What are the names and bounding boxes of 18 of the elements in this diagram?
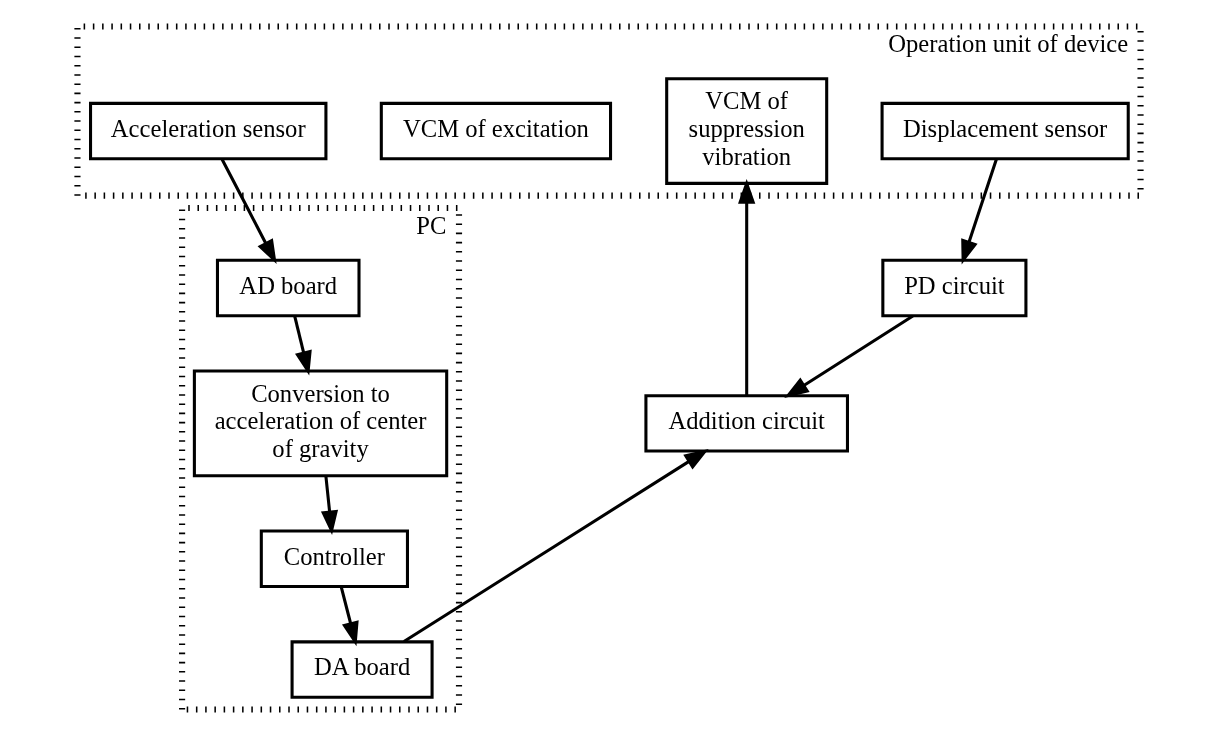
node-box: Acceleration sensor: [89, 101, 328, 161]
node-box: Conversion to acceleration of center of gravity: [192, 369, 449, 478]
node-box: VCM of suppression vibration: [665, 77, 829, 185]
arrow: [738, 179, 756, 396]
arrow: [784, 314, 914, 398]
arrow: [339, 586, 359, 647]
arrow: [293, 315, 312, 376]
node-box: VCM of excitation: [379, 101, 613, 161]
arrow: [220, 158, 277, 265]
node-box: DA board: [290, 640, 434, 699]
node-box: Controller: [259, 529, 409, 588]
node-box: Addition circuit: [644, 394, 849, 453]
node-box: Displacement sensor: [880, 101, 1130, 161]
arrow: [961, 158, 998, 265]
node-box: AD board: [215, 258, 361, 318]
arrow: [403, 448, 709, 643]
arrow: [320, 475, 339, 536]
node-box: PD circuit: [881, 258, 1028, 318]
